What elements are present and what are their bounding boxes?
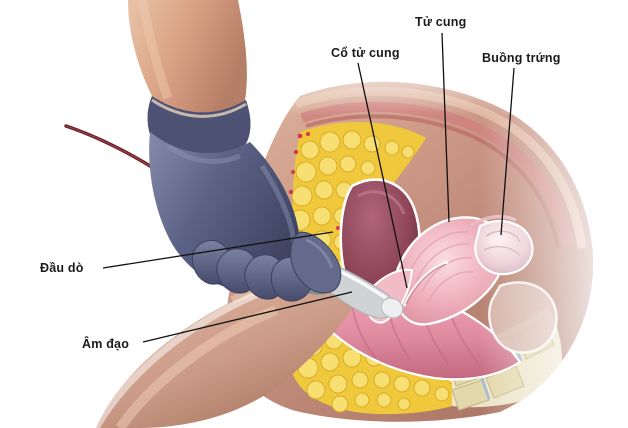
label-buong-trung: Buồng trứng: [482, 51, 561, 65]
leader-dau-do: [102, 231, 334, 269]
leader-lines: [102, 32, 515, 343]
examiner-forearm: [128, 0, 247, 118]
leader-buong-trung: [500, 67, 515, 236]
gloved-hand: [147, 96, 342, 302]
label-dau-do: Đầu dò: [40, 261, 84, 275]
leader-co-tu-cung: [357, 62, 408, 289]
leader-tu-cung: [441, 32, 450, 223]
label-co-tu-cung: Cổ tử cung: [331, 46, 400, 60]
label-tu-cung: Tử cung: [415, 15, 467, 29]
label-am-dao: Âm đạo: [82, 337, 130, 351]
leader-am-dao: [142, 291, 353, 343]
